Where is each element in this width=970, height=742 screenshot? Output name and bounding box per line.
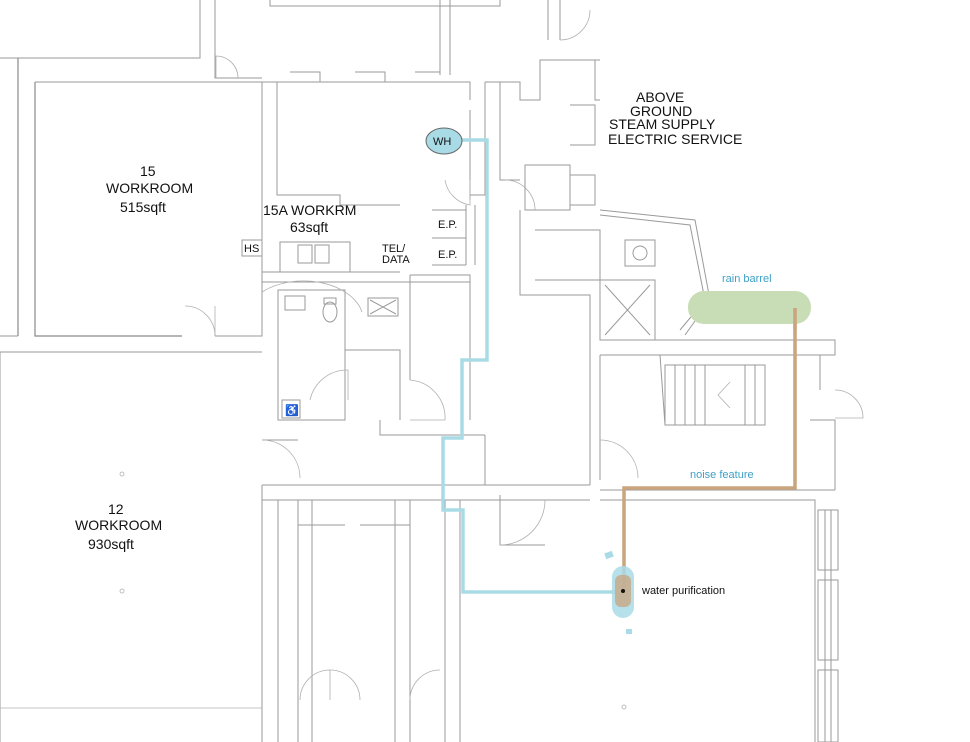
above-ground-note: ABOVE GROUND STEAM SUPPLY ELECTRIC SERVI…	[608, 89, 742, 147]
svg-text:GROUND: GROUND	[630, 103, 692, 119]
svg-text:63sqft: 63sqft	[290, 219, 328, 235]
stair-arrow-icon	[717, 381, 731, 409]
water-pipe	[441, 138, 618, 594]
room-15a-label: 15A WORKRM 63sqft	[263, 202, 356, 235]
svg-text:12: 12	[108, 501, 124, 517]
svg-text:15A WORKRM: 15A WORKRM	[263, 202, 356, 218]
room-15-label: 15 WORKROOM 515sqft	[106, 163, 193, 215]
water-purification-unit: water purification	[604, 550, 725, 634]
svg-text:515sqft: 515sqft	[120, 199, 166, 215]
svg-text:15: 15	[140, 163, 156, 179]
svg-text:WORKROOM: WORKROOM	[75, 517, 162, 533]
walls: ♿	[0, 0, 864, 742]
svg-text:WORKROOM: WORKROOM	[106, 180, 193, 196]
noise-feature-label: noise feature	[690, 469, 754, 481]
ep-label-1: E.P.	[438, 219, 457, 231]
svg-text:ELECTRIC SERVICE: ELECTRIC SERVICE	[608, 131, 742, 147]
toilet-icon	[322, 301, 338, 323]
tel-label-2: DATA	[382, 254, 410, 266]
rain-barrel: rain barrel	[688, 273, 811, 324]
sink-icon	[284, 295, 306, 311]
tel-label-1: TEL/	[382, 243, 406, 255]
svg-text:♿: ♿	[285, 404, 299, 417]
water-heater-label: WH	[433, 136, 451, 148]
room-12-label: 12 WORKROOM 930sqft	[75, 501, 162, 552]
svg-text:STEAM SUPPLY: STEAM SUPPLY	[609, 116, 716, 132]
rain-pipe	[622, 308, 797, 592]
svg-text:930sqft: 930sqft	[88, 536, 134, 552]
rain-barrel-label: rain barrel	[722, 273, 772, 285]
ep-label-2: E.P.	[438, 249, 457, 261]
hs-label: HS	[244, 243, 259, 255]
accessible-icon	[281, 399, 301, 419]
svg-text:ABOVE: ABOVE	[636, 89, 684, 105]
water-heater: WH	[425, 127, 463, 155]
water-purification-label: water purification	[641, 585, 725, 597]
